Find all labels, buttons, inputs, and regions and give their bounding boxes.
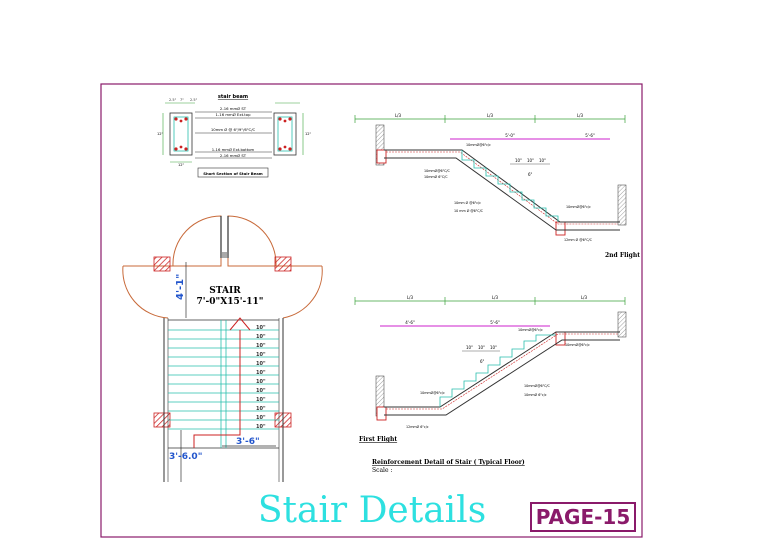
flight2-note: 10 mm Ø @6"C/C [454, 208, 484, 213]
beam-note-bottom-bars: 2-16 mmØ ST [220, 153, 247, 158]
flight2-span-label: L/3 [577, 113, 584, 118]
flight2-note: 10mmØ@6"C/C [424, 168, 451, 173]
flight2-span-label: L/3 [487, 113, 494, 118]
beam-note-extra-top: 1-16 mmØ Ext.top [216, 112, 252, 117]
beam-dim: 2.5" [190, 98, 198, 102]
tread-label: 10" [256, 334, 266, 340]
page-number-badge: PAGE-15 [530, 502, 636, 532]
second-flight-section: L/3 L/3 L/3 5'-0" 5'-6" 10" 10" 10" 6" 1… [354, 113, 640, 259]
flight1-sub-label: 5'-6" [490, 320, 500, 325]
tread-label: 10" [256, 424, 266, 430]
plan-dim-vertical: 4'-1" [175, 274, 186, 300]
flight1-span-label: L/3 [492, 295, 499, 300]
flight1-note: 10mmØ 6"c/c [524, 392, 547, 397]
beam-section-caption: Short Section of Stair Beam [203, 171, 263, 176]
stair-plan: 10" 10" 10" 10" 10" 10" 10" 10" 10" 10" … [122, 215, 323, 482]
plan-label-line2: 7'-0"X15'-11" [197, 297, 264, 307]
tread-label: 10" [256, 361, 266, 367]
flight1-note: 10mmØ@6"C/C [524, 383, 551, 388]
tread-label: 10" [256, 397, 266, 403]
beam-dim: 12" [305, 132, 311, 136]
beam-section-title: stair beam [218, 94, 248, 100]
tread-label: 10" [256, 343, 266, 349]
flight1-span-label: L/3 [581, 295, 588, 300]
tread-label: 10" [256, 415, 266, 421]
flight1-note: 10mmØ@6"c/c [518, 327, 543, 332]
flight2-step-dim: 10" [527, 158, 534, 163]
tread-label: 10" [256, 370, 266, 376]
flight1-step-dim: 10" [466, 345, 473, 350]
flight2-sub-label: 5'-0" [505, 133, 515, 138]
beam-note-top-bars: 2-16 mmØ ST [220, 106, 247, 111]
sheet-border [100, 83, 643, 538]
flight1-note: 10mmØ@6"c/c [565, 342, 590, 347]
flight1-riser: 6" [480, 359, 485, 364]
tread-label: 10" [256, 325, 266, 331]
flight2-note: 12mm Ø @6"C/C [564, 237, 593, 242]
beam-dim: 2.5" [169, 98, 177, 102]
flight2-note: 10mmØ 6"C/C [424, 174, 448, 179]
tread-label: 10" [256, 388, 266, 394]
flight2-label: 2nd Flight [605, 252, 640, 259]
tread-label: 10" [256, 379, 266, 385]
beam-section-detail: stair beam 2.5" 7" 2.5" 2-16 mmØ ST 1-16… [157, 94, 311, 178]
flight2-note: 10mmØ@6"c/c [566, 204, 591, 209]
beam-dim: 12" [157, 132, 163, 136]
tread-label: 10" [256, 406, 266, 412]
flight1-sub-label: 4'-6" [405, 320, 415, 325]
flight2-note: 10mmØ@6"c/c [466, 142, 491, 147]
tread-label: 10" [256, 352, 266, 358]
flight2-note: 10mm Ø @6"c/c [454, 200, 481, 205]
sheet-title: Stair Details [257, 490, 487, 531]
flight1-label: First Flight [359, 436, 397, 443]
scale-label: Scale : [372, 467, 392, 474]
first-flight-section: L/3 L/3 L/3 4'-6" 5'-6" 10" 10" 10" 6" 1… [354, 295, 627, 474]
plan-dim-horizontal: 3'-6" [236, 437, 260, 447]
flight1-step-dim: 10" [490, 345, 497, 350]
flight2-step-dim: 10" [515, 158, 522, 163]
flight2-span-label: L/3 [395, 113, 402, 118]
flight2-riser: 6" [528, 172, 533, 177]
beam-note-stirrup: 10mm Ø @ 6"/9"/6"C/C [211, 127, 256, 132]
beam-note-extra-bottom: 1-16 mmØ Ext.bottom [212, 147, 255, 152]
flight2-step-dim: 10" [539, 158, 546, 163]
plan-dim-lower: 3'-6.0" [169, 452, 202, 462]
flight1-note: 12mmØ 6"c/c [406, 424, 429, 429]
flight1-note: 10mmØ@6"c/c [420, 390, 445, 395]
flight2-sub-label: 5'-6" [585, 133, 595, 138]
plan-label-line1: STAIR [209, 286, 241, 296]
reinforcement-title: Reinforcement Detail of Stair ( Typical … [372, 459, 525, 466]
flight1-span-label: L/3 [407, 295, 414, 300]
beam-dim: 12" [178, 163, 184, 167]
flight1-step-dim: 10" [478, 345, 485, 350]
beam-dim: 7" [180, 98, 184, 102]
